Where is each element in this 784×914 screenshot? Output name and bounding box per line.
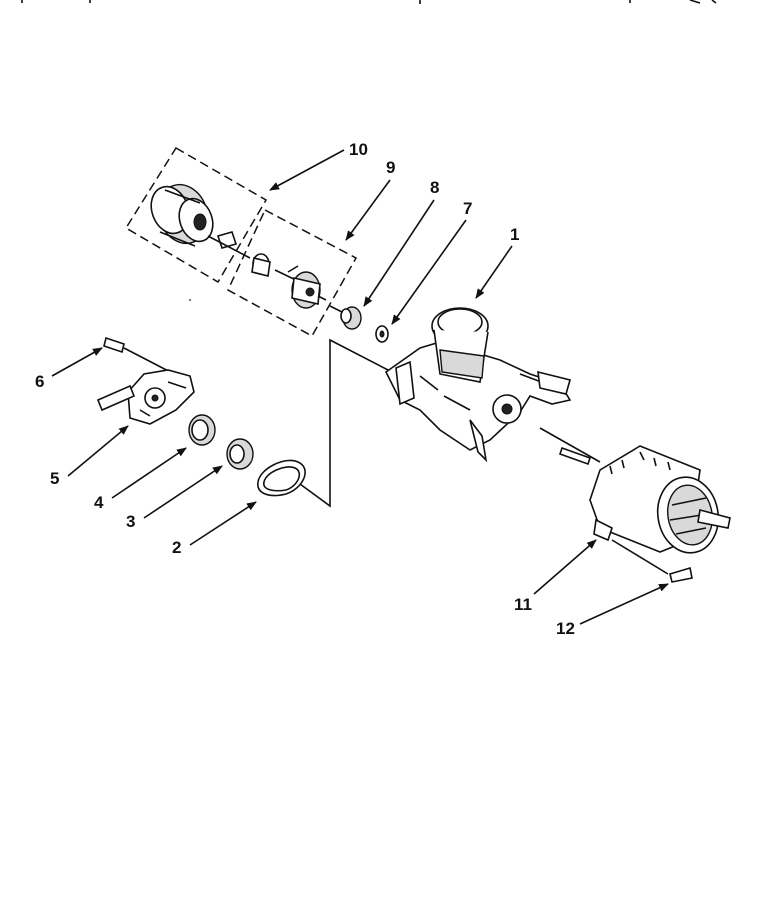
callout-4-label: 4 — [94, 493, 104, 512]
part-12-screw — [611, 539, 693, 583]
callout-1-label: 1 — [510, 225, 519, 244]
top-edge-marks — [21, 0, 717, 4]
callout-7-label: 7 — [463, 199, 472, 218]
callout-12-label: 12 — [556, 619, 575, 638]
callout-5: 5 — [50, 425, 129, 488]
callout-1: 1 — [475, 225, 519, 299]
callout-2-label: 2 — [172, 538, 181, 557]
part-10-seal-assembly — [124, 146, 268, 284]
part-2-gasket — [257, 459, 306, 497]
part-7-washer — [375, 325, 389, 343]
callout-4: 4 — [94, 447, 187, 512]
callout-8: 8 — [363, 178, 439, 307]
part-9-impeller-assembly — [227, 208, 358, 338]
callout-7: 7 — [391, 199, 472, 325]
scan-specks — [189, 299, 253, 461]
part-3-grommet — [226, 438, 254, 470]
assembly-guide-line — [299, 338, 389, 508]
callout-10-label: 10 — [349, 140, 368, 159]
callout-3: 3 — [126, 465, 223, 531]
part-11-motor — [539, 427, 731, 554]
callout-9-label: 9 — [386, 158, 395, 177]
part-4-ring — [188, 414, 216, 446]
callout-11: 11 — [514, 539, 597, 614]
part-1-pump-housing — [384, 307, 572, 463]
callout-10: 10 — [269, 140, 368, 191]
callout-6-label: 6 — [35, 372, 44, 391]
callout-11-label: 11 — [514, 595, 532, 614]
part-8-bushing — [329, 305, 362, 330]
callout-6: 6 — [35, 347, 103, 391]
callout-12: 12 — [556, 583, 669, 638]
part-5-pump-cover — [96, 369, 195, 425]
callout-9: 9 — [345, 158, 395, 241]
callout-5-label: 5 — [50, 469, 59, 488]
callout-3-label: 3 — [126, 512, 135, 531]
callout-2: 2 — [172, 501, 257, 557]
callout-8-label: 8 — [430, 178, 439, 197]
